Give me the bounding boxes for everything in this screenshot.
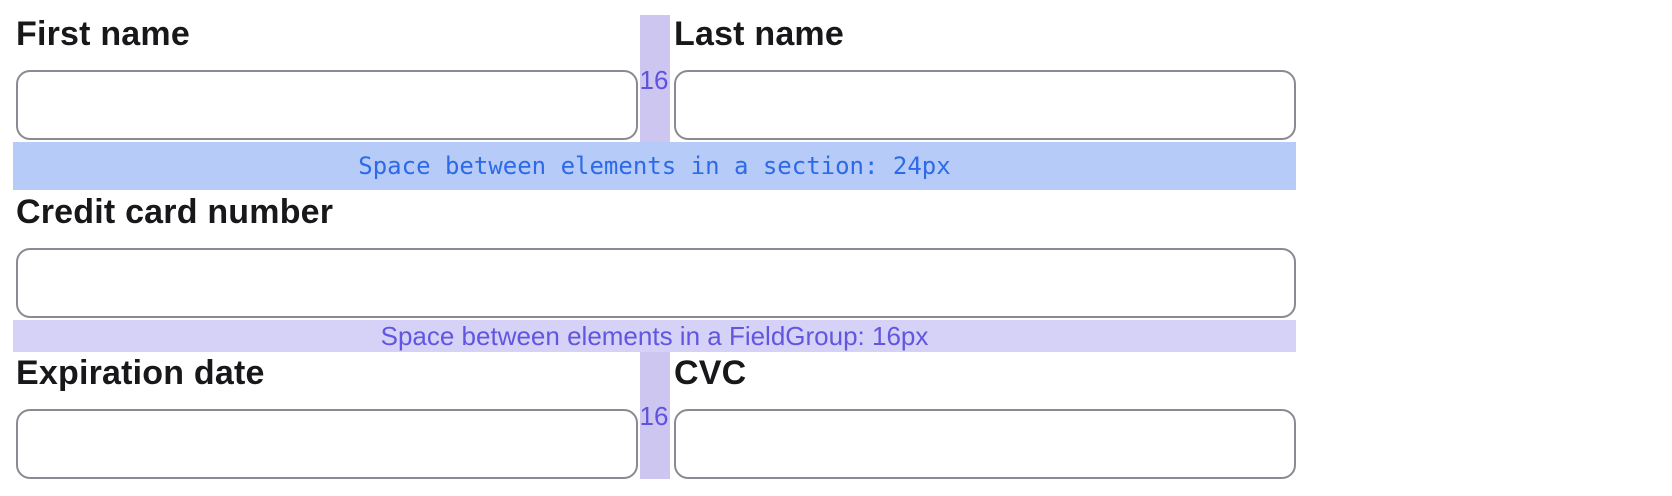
first-name-input[interactable] (16, 70, 638, 140)
last-name-field: Last name (674, 13, 1296, 140)
expiration-date-field: Expiration date (16, 352, 638, 479)
expiration-date-input[interactable] (16, 409, 638, 479)
section-spacing-annotation: Space between elements in a section: 24p… (13, 142, 1296, 190)
gap-size-label: 16 (639, 65, 669, 95)
credit-card-number-input[interactable] (16, 248, 1296, 318)
last-name-input[interactable] (674, 70, 1296, 140)
expiry-cvc-field-group: Expiration date CVC (16, 352, 1296, 479)
expiration-date-label: Expiration date (16, 354, 265, 392)
column-gap-indicator (640, 352, 670, 479)
name-field-group: First name Last name (16, 13, 1296, 140)
credit-card-field-group: Credit card number (16, 191, 1296, 318)
fieldgroup-spacing-annotation: Space between elements in a FieldGroup: … (13, 320, 1296, 352)
credit-card-number-label: Credit card number (16, 193, 334, 231)
credit-card-number-field: Credit card number (16, 191, 1296, 318)
last-name-label: Last name (674, 15, 844, 53)
column-gap-indicator (640, 15, 670, 142)
gap-size-label: 16 (639, 401, 669, 431)
first-name-field: First name (16, 13, 638, 140)
cvc-field: CVC (674, 352, 1296, 479)
cvc-input[interactable] (674, 409, 1296, 479)
first-name-label: First name (16, 15, 190, 53)
cvc-label: CVC (674, 354, 747, 392)
